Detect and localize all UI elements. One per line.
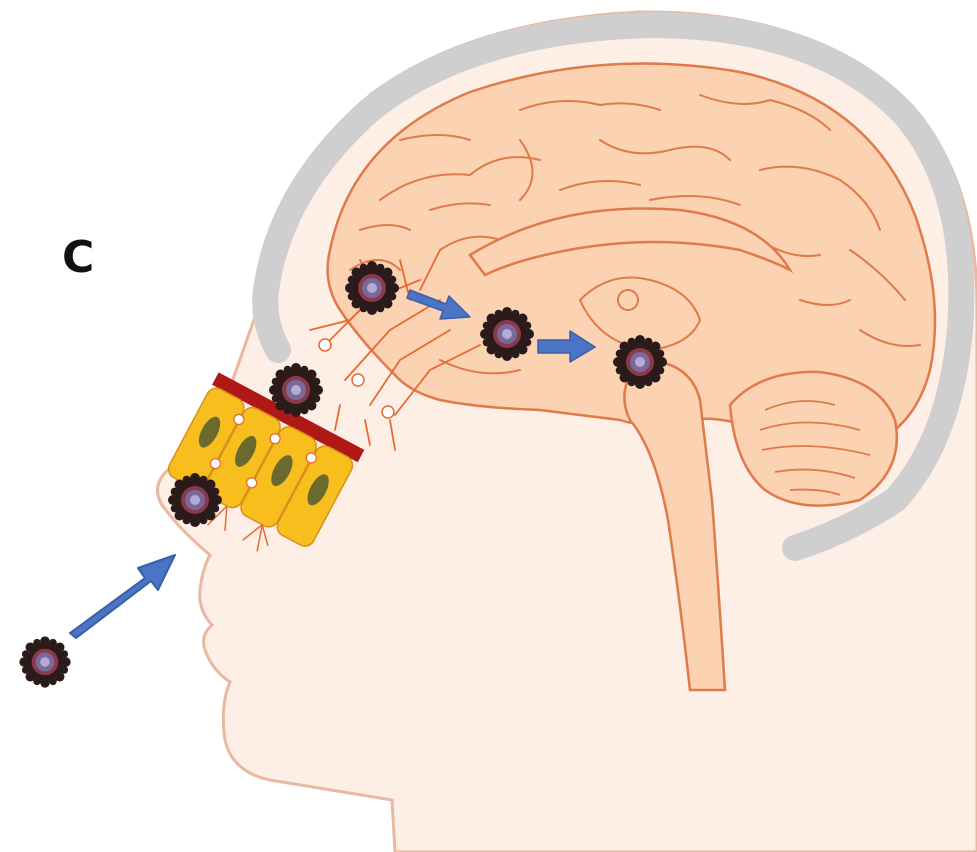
virus-deep (613, 335, 667, 389)
virus-bulb (345, 261, 399, 315)
virus-nose (168, 473, 222, 527)
virus-outside (19, 636, 70, 687)
virus-mid (480, 307, 534, 361)
virus-mucosa (269, 363, 323, 417)
panel-label: C (62, 232, 94, 283)
inhalation-arrow (70, 555, 175, 638)
